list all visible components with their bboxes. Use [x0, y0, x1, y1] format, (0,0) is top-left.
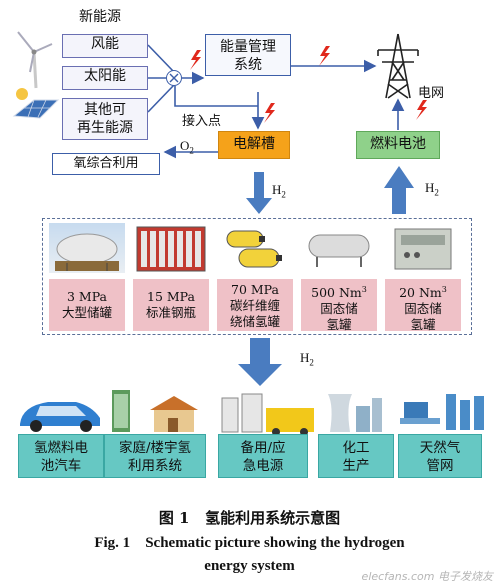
caption-en-line1: Fig. 1 Schematic picture showing the hyd…: [0, 535, 499, 552]
wind-energy-label: 风能: [91, 36, 119, 52]
app-label-gas-pipeline: 天然气管网: [398, 434, 482, 478]
other-energy-line2: 再生能源: [77, 120, 133, 136]
wind-turbine-icon: [17, 31, 53, 89]
oxygen-utilization-box: 氧综合利用: [52, 153, 160, 175]
solar-energy-label: 太阳能: [84, 68, 126, 84]
caption-en-text-1: Schematic picture showing the hydrogen: [145, 535, 405, 551]
solar-energy-box: 太阳能: [62, 66, 148, 90]
junction-icon: [166, 70, 182, 86]
grid-label: 电网: [418, 86, 445, 101]
gas-pipeline-icon: [400, 394, 484, 430]
caption-en-line2: energy system: [204, 558, 295, 574]
caption-cn-text: 氢能利用系统示意图: [205, 509, 341, 527]
energy-management-box: 能量管理 系统: [205, 34, 291, 76]
lightning-icon-2: [319, 46, 330, 66]
building-house-icon: [112, 390, 198, 432]
app-label-fuel-cell-car: 氢燃料电池汽车: [18, 434, 104, 478]
solar-panel-icon: [12, 88, 60, 119]
caption-cn: 图 1 氢能利用系统示意图: [0, 507, 499, 528]
h2-down-label: H2: [272, 182, 286, 200]
watermark-text: elecfans.com 电子发烧友: [361, 570, 493, 583]
lightning-icon-3: [264, 103, 275, 123]
h2-up-arrow: [384, 166, 414, 214]
chemical-plant-icon: [328, 394, 382, 432]
caption-en-number: Fig. 1: [94, 535, 131, 551]
solid-tank-20-image: [385, 223, 461, 273]
h2-down-arrow: [246, 172, 272, 214]
power-tower-icon: [377, 33, 419, 99]
wind-energy-box: 风能: [62, 34, 148, 58]
app-label-home-building: 家庭/楼宇氢利用系统: [104, 434, 206, 478]
junction-label: 接入点: [182, 114, 222, 129]
oxygen-utilization-label: 氧综合利用: [73, 156, 139, 171]
o2-label: O2: [180, 138, 194, 156]
caption-cn-number: 图 1: [158, 509, 190, 527]
electrolyzer-box: 电解槽: [218, 131, 290, 159]
storage-label-4: 500 Nm3 固态储氢罐: [301, 279, 377, 332]
fuel-cell-box: 燃料电池: [356, 131, 440, 159]
wind-connector: [147, 44, 175, 73]
sources-title: 新能源: [79, 9, 121, 25]
lightning-icon-1: [190, 50, 201, 70]
applications-icons: [20, 390, 484, 434]
electrolyzer-label: 电解槽: [233, 136, 275, 152]
backup-power-icon: [221, 393, 314, 434]
carbon-tank-image: [217, 223, 293, 273]
junction-to-electrolyzer-line: [174, 86, 258, 107]
other-connector: [147, 84, 175, 113]
energy-management-line2: 系统: [234, 57, 262, 73]
lightning-icon-4: [416, 100, 427, 120]
fuel-cell-label: 燃料电池: [370, 136, 426, 152]
large-tank-image: [49, 223, 125, 273]
solid-tank-500-image: [301, 223, 377, 273]
fuel-cell-car-icon: [20, 402, 100, 432]
other-energy-line1: 其他可: [84, 102, 126, 118]
h2-apps-arrow: [238, 338, 282, 386]
energy-management-line1: 能量管理: [220, 39, 276, 55]
steel-cylinders-image: [133, 223, 209, 273]
other-energy-box: 其他可 再生能源: [62, 98, 148, 140]
h2-up-label: H2: [425, 180, 439, 198]
app-label-backup-power: 备用/应急电源: [218, 434, 308, 478]
app-label-chemical: 化工生产: [318, 434, 394, 478]
h2-apps-label: H2: [300, 350, 314, 368]
storage-label-5: 20 Nm3 固态储氢罐: [385, 279, 461, 332]
